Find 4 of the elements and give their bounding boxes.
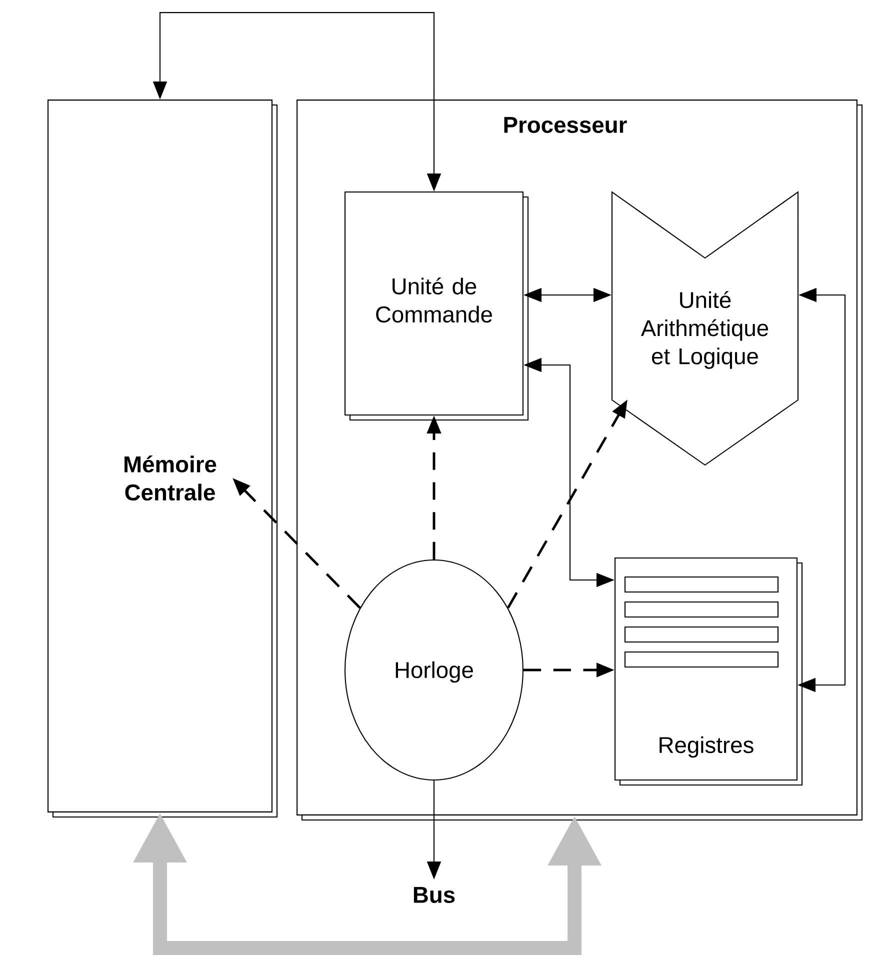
control-unit-box: Unité de Commande [344, 192, 529, 421]
bus-label: Bus [414, 887, 455, 903]
registers-box: Registres [614, 558, 803, 786]
memory-box: Mémoire Centrale [48, 100, 278, 818]
